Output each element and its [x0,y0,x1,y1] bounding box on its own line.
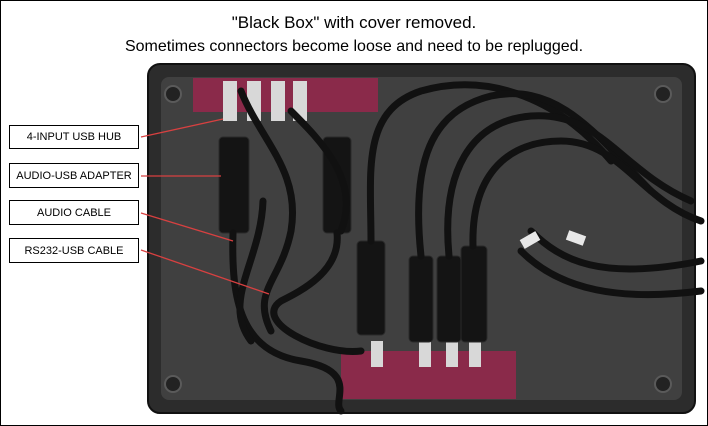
mount-post-top-left [164,85,182,103]
cable-tie [519,231,541,249]
usb-plug [356,240,386,336]
callout-rs232-usb-cable: RS232-USB CABLE [9,238,139,263]
figure-title: "Black Box" with cover removed. [231,13,477,32]
callout-audio-cable: AUDIO CABLE [9,200,139,225]
mount-post-bottom-right [654,375,672,393]
callout-audio-usb-adapter: AUDIO-USB ADAPTER [9,163,139,188]
leader-line-usb-hub [140,118,224,138]
mount-post-top-right [654,85,672,103]
cable [444,112,695,260]
cable [527,227,705,273]
cable-tie [565,230,587,246]
leader-line-rs232-cable [140,249,270,295]
usb-connector [469,341,481,367]
leader-line-audio-cable [140,212,234,242]
usb-connector [223,81,237,121]
leader-lines [140,118,270,295]
mount-post-bottom-left [164,375,182,393]
cable [270,229,365,355]
usb-plug [408,255,434,343]
figure-subtitle: Sometimes connectors become loose and ne… [124,38,584,55]
usb-hub-board-top [193,78,378,112]
usb-plug [460,245,488,343]
cable-bundle [229,81,705,415]
audio-usb-adapter [218,136,250,234]
callout-usb-hub: 4-INPUT USB HUB [9,125,139,149]
usb-connector [419,341,431,367]
cable [237,87,296,335]
cable [517,247,705,299]
cable [469,137,705,250]
cable [229,229,345,415]
usb-connector [371,341,383,367]
usb-connector [271,81,285,121]
cable [287,107,350,235]
usb-connector [446,341,458,367]
usb-plug [436,255,462,343]
cable [236,197,267,345]
usb-connector [293,81,307,121]
